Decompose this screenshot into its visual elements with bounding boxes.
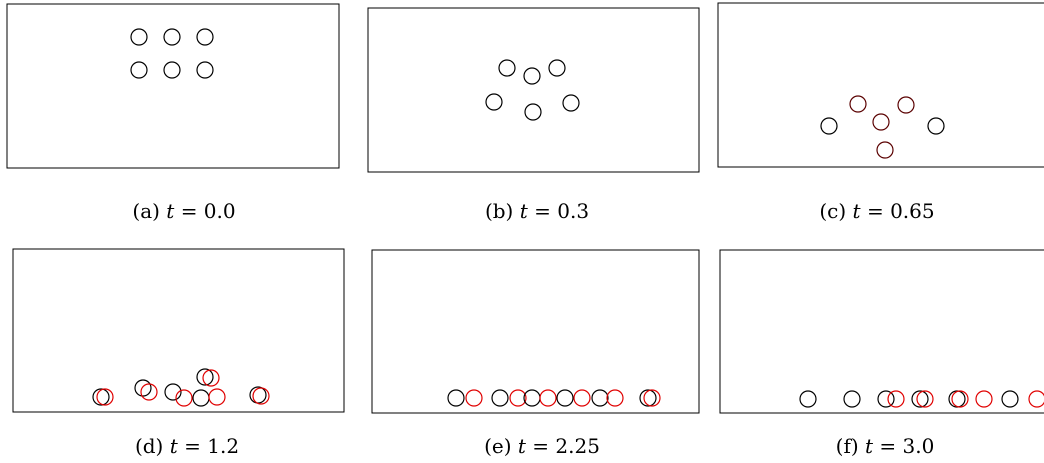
panel-e-frame xyxy=(371,249,700,414)
particle-circle xyxy=(591,389,609,407)
panel-b: (b) t = 0.3 xyxy=(367,7,700,223)
panel-f-frame xyxy=(719,249,1044,414)
panel-b-frame xyxy=(367,7,700,173)
panel-c-circles xyxy=(820,95,945,159)
particle-circle xyxy=(606,389,624,407)
particle-circle xyxy=(140,383,158,401)
particle-circle xyxy=(96,388,114,406)
panel-e-caption: (e) t = 2.25 xyxy=(484,434,600,458)
particle-circle xyxy=(887,390,905,408)
particle-circle xyxy=(911,390,929,408)
particle-circle xyxy=(556,389,574,407)
particle-circle xyxy=(491,389,509,407)
particle-circle xyxy=(249,386,267,404)
particle-circle xyxy=(202,369,220,387)
particle-circle xyxy=(485,93,503,111)
particle-circle xyxy=(916,390,934,408)
panel-a-frame xyxy=(6,3,340,169)
particle-circle xyxy=(163,28,181,46)
particle-circle xyxy=(573,389,591,407)
particle-circle xyxy=(498,59,516,77)
particle-circle xyxy=(643,389,661,407)
particle-circle xyxy=(134,379,152,397)
particle-circle xyxy=(523,67,541,85)
particle-circle xyxy=(92,388,110,406)
particle-circle xyxy=(877,390,895,408)
particle-circle xyxy=(509,389,527,407)
particle-circle xyxy=(192,389,210,407)
particle-circle xyxy=(130,61,148,79)
panel-a: (a) t = 0.0 xyxy=(6,3,340,223)
particle-circle xyxy=(465,389,483,407)
panel-f-circles xyxy=(799,390,1044,408)
panel-c-caption: (c) t = 0.65 xyxy=(819,199,934,223)
particle-circle xyxy=(163,61,181,79)
particle-circle xyxy=(975,390,993,408)
particle-circle xyxy=(849,95,867,113)
particle-circle xyxy=(130,28,148,46)
panel-a-circles xyxy=(130,28,214,79)
particle-circle xyxy=(208,388,226,406)
particle-circle xyxy=(1001,390,1019,408)
panel-f: (f) t = 3.0 xyxy=(719,249,1044,458)
particle-circle xyxy=(872,113,890,131)
panel-d: (d) t = 1.2 xyxy=(12,248,345,458)
particle-circle xyxy=(927,117,945,135)
particle-circle xyxy=(164,383,182,401)
panel-b-caption: (b) t = 0.3 xyxy=(485,199,589,223)
particle-circle xyxy=(843,390,861,408)
particle-circle xyxy=(196,28,214,46)
panel-c-frame xyxy=(717,2,1044,168)
particle-circle xyxy=(196,61,214,79)
panel-d-circles xyxy=(92,368,270,407)
particle-circle xyxy=(639,389,657,407)
particle-circle xyxy=(799,390,817,408)
particle-circle xyxy=(897,96,915,114)
particle-circle xyxy=(447,389,465,407)
particle-circle xyxy=(1028,390,1044,408)
particle-circle xyxy=(548,59,566,77)
particle-circle xyxy=(175,389,193,407)
panel-e: (e) t = 2.25 xyxy=(371,249,700,458)
particle-circle xyxy=(562,94,580,112)
particle-circle xyxy=(196,368,214,386)
panel-d-caption: (d) t = 1.2 xyxy=(135,434,239,458)
panel-a-caption: (a) t = 0.0 xyxy=(132,199,235,223)
particle-circle xyxy=(951,390,969,408)
particle-circle xyxy=(876,141,894,159)
particle-circle xyxy=(524,103,542,121)
particle-circle xyxy=(820,117,838,135)
panel-d-frame xyxy=(12,248,345,413)
panel-e-circles xyxy=(447,389,661,407)
panel-b-circles xyxy=(485,59,580,121)
particle-circle xyxy=(252,387,270,405)
panel-c: (c) t = 0.65 xyxy=(717,2,1044,223)
panel-f-caption: (f) t = 3.0 xyxy=(836,434,935,458)
particle-circle xyxy=(539,389,557,407)
